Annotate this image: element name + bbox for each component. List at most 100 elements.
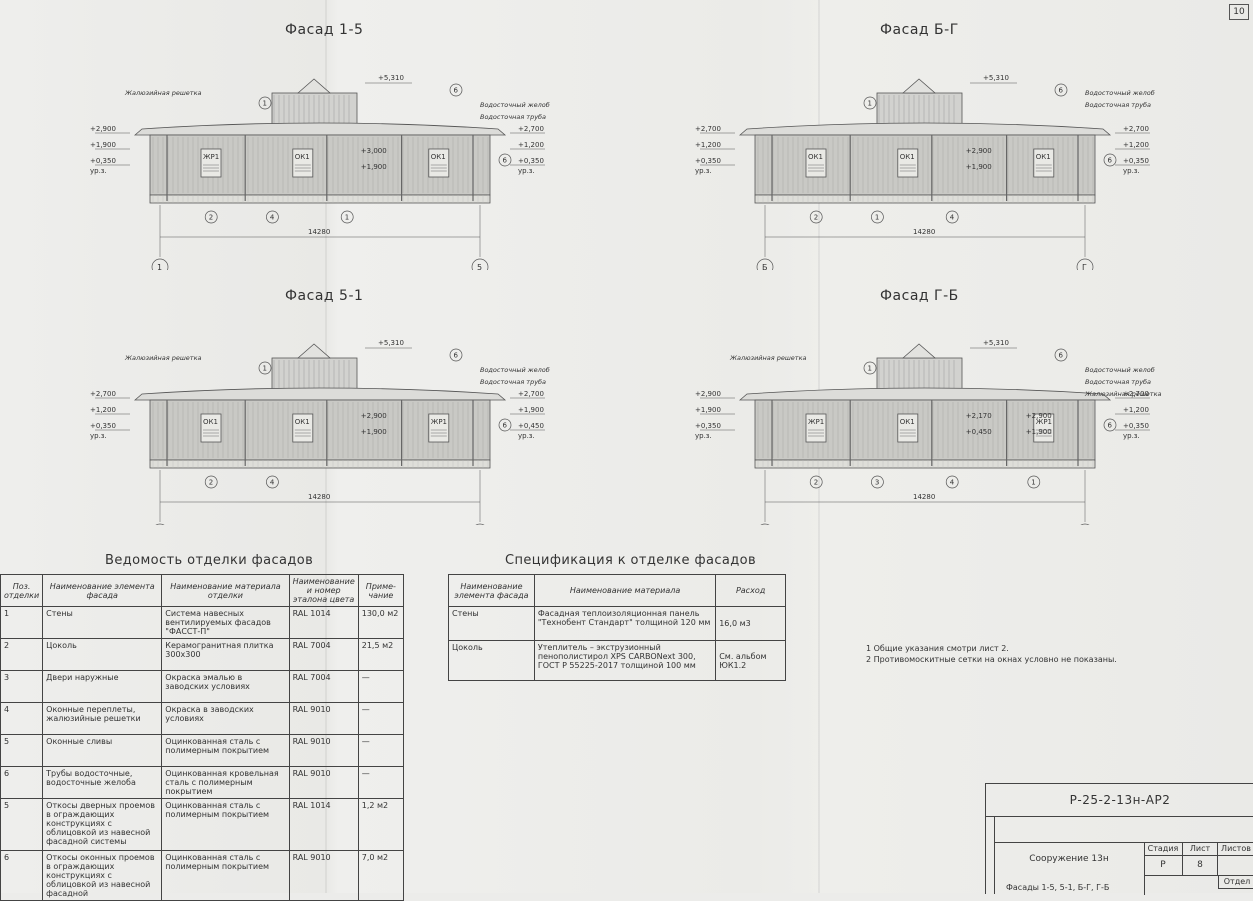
table-cell: RAL 9010 (288, 702, 359, 735)
level-mark: +2,900 (695, 390, 721, 398)
callout-circle (1103, 153, 1117, 167)
annotation-label: Водосточная труба (1085, 101, 1151, 109)
table-cell: RAL 7004 (288, 670, 359, 703)
table-cell: 21,5 м2 (357, 638, 405, 671)
callout-number: 1 (345, 214, 349, 222)
facade-title: Фасад Г-Б (880, 288, 959, 304)
table-row: 2 Цоколь Керамогранитная плитка 300х300 … (0, 638, 405, 671)
table-row: 3 Двери наружные Окраска эмалью в заводс… (0, 670, 405, 703)
window-label: ОК1 (295, 418, 310, 426)
table-cell: RAL 1014 (288, 606, 359, 639)
level-mark: +0,350 (695, 157, 721, 165)
facade-title: Фасад 1-5 (285, 22, 364, 38)
level-mark: +2,700 (1123, 125, 1149, 133)
roof-lantern (296, 343, 332, 359)
callout-number: 6 (1108, 157, 1113, 165)
table-cell: См. альбом ЮК1.2 (715, 640, 786, 681)
axis-label: Б (762, 263, 768, 270)
plinth (149, 459, 491, 469)
table-header: Наименование и номер эталона цвета (288, 574, 359, 607)
window (805, 413, 827, 443)
window (1033, 148, 1055, 178)
dimension-value: 14280 (913, 493, 935, 501)
level-mark: ур.з. (695, 432, 712, 440)
facade-title: Фасад Б-Г (880, 22, 959, 38)
table-header: Наименование элемента фасада (42, 574, 163, 607)
level-mark: +2,700 (695, 125, 721, 133)
level-mark: +0,350 (90, 157, 116, 165)
table-cell: RAL 9010 (288, 850, 359, 901)
axis-bubble (760, 523, 770, 525)
facade-title: Фасад 5-1 (285, 288, 364, 304)
table-header: Наименование материала (533, 574, 717, 607)
table-cell: — (357, 766, 405, 799)
table-cell: 1,2 м2 (357, 798, 405, 851)
axis-bubble (151, 258, 169, 270)
table-cell: 5 (0, 798, 44, 851)
callout-number: 4 (270, 214, 275, 222)
callout-circle (871, 475, 884, 489)
table-cell: 7,0 м2 (357, 850, 405, 901)
sheets-value (1218, 855, 1253, 876)
window (292, 148, 314, 178)
level-mark: +0,450 (518, 422, 544, 430)
window (428, 148, 450, 178)
stage-value: Р (1144, 855, 1183, 876)
window (200, 148, 222, 178)
stamp-margin (986, 816, 995, 894)
window (1033, 413, 1055, 443)
level-mark: +0,350 (695, 422, 721, 430)
level-mark: +2,700 (518, 125, 544, 133)
callout-number: 4 (270, 479, 275, 487)
annotation-label: Жалюзийная решетка (729, 354, 807, 362)
dimension-value: 14280 (913, 228, 935, 236)
axis-bubble (1076, 258, 1094, 270)
level-mark: +1,200 (90, 406, 116, 414)
callout-circle (809, 210, 823, 224)
annotation-label: Водосточный желоб (480, 101, 550, 109)
callout-circle (449, 348, 463, 362)
callout-number: 2 (814, 479, 818, 487)
window (292, 413, 314, 443)
level-mark: ур.з. (518, 167, 535, 175)
level-mark: +1,900 (361, 428, 387, 436)
level-mark: ур.з. (1123, 432, 1140, 440)
annotation-label: Жалюзийная решетка (124, 354, 202, 362)
table-header: Приме-чание (357, 574, 405, 607)
table-cell: Стены (448, 606, 535, 641)
callout-circle (871, 210, 884, 224)
callout-circle (258, 361, 272, 375)
level-mark: +3,000 (361, 147, 387, 155)
roof-superstructure (876, 357, 963, 393)
callout-number: 2 (209, 479, 213, 487)
level-mark: +2,700 (518, 390, 544, 398)
spec-table: Наименование элемента фасада Наименовани… (448, 574, 786, 681)
axis-label: 1 (157, 263, 162, 270)
plinth (754, 194, 1096, 204)
callout-circle (498, 418, 512, 432)
callout-number: 1 (1031, 479, 1035, 487)
annotation-label: Жалюзийная решетка (1084, 390, 1162, 398)
table-cell: Окраска в заводских условиях (161, 702, 290, 735)
annotation-label: Водосточная труба (480, 378, 546, 386)
level-mark: +2,900 (361, 412, 387, 420)
table-cell: 130,0 м2 (357, 606, 405, 639)
level-mark: +2,700 (1123, 390, 1149, 398)
window-label: ОК1 (900, 153, 915, 161)
table-cell: Оцинкованная сталь с полимерным покрытие… (161, 850, 290, 901)
table-row: Цоколь Утеплитель – экструзионный пенопо… (448, 640, 786, 681)
axis-label: 5 (477, 263, 482, 270)
level-mark: +2,700 (90, 390, 116, 398)
callout-circle (1054, 83, 1068, 97)
callout-circle (204, 475, 218, 489)
level-mark: +1,200 (1123, 406, 1149, 414)
sheets-header: Листов (1218, 842, 1253, 856)
table-cell: RAL 9010 (288, 734, 359, 767)
callout-number: 1 (868, 365, 872, 373)
table-row: 5 Откосы дверных проемов в ограждающих к… (0, 798, 405, 851)
callout-number: 6 (1108, 422, 1113, 430)
table-cell: 5 (0, 734, 44, 767)
table-cell: 4 (0, 702, 44, 735)
